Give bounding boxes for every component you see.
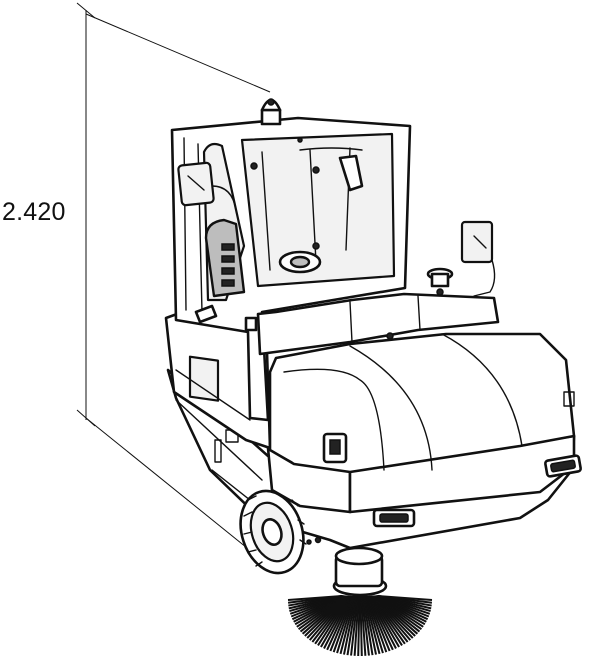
side-broom <box>287 546 433 657</box>
left-wheel <box>239 489 307 575</box>
fuel-cap <box>426 267 454 296</box>
beacon-light <box>260 98 282 126</box>
height-dimension-label: 2.420 <box>2 198 66 226</box>
left-mirror <box>177 161 237 211</box>
right-mirror <box>460 220 496 297</box>
hopper <box>268 332 576 474</box>
hopper-top-band <box>256 292 500 356</box>
height-dimension-lines <box>76 2 271 561</box>
cab-lower-panel <box>164 300 272 450</box>
